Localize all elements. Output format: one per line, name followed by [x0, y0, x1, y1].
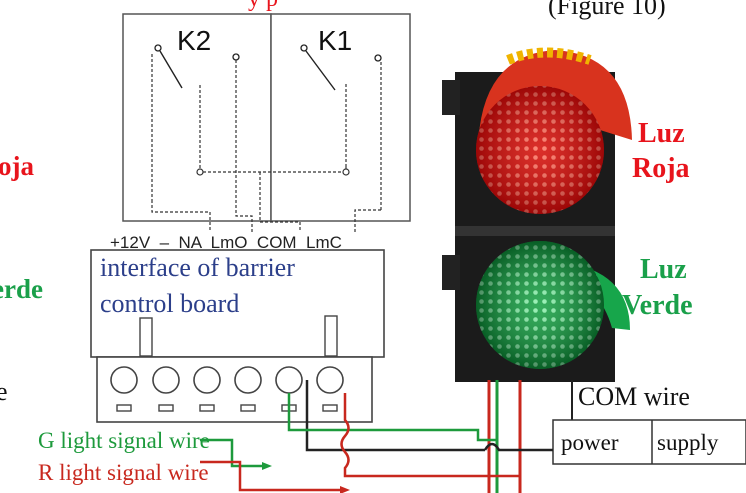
traffic-light [442, 47, 632, 493]
green-light-label-2: Verde [622, 290, 693, 321]
left-verde-fragment: erde [0, 274, 43, 304]
top-cut-text: y p [248, 0, 278, 12]
relay-k1: K1 [270, 13, 411, 222]
power-supply: power supply [552, 419, 746, 465]
r-signal-label: R light signal wire [38, 460, 209, 485]
g-signal-label: G light signal wire [38, 428, 210, 453]
red-light-label-1: Luz [638, 118, 685, 149]
terminal-block [96, 356, 373, 423]
power-supply-left: power [561, 430, 619, 455]
power-supply-right: supply [657, 430, 719, 455]
figure-label: (Figure 10) [548, 0, 666, 20]
green-light-label-1: Luz [640, 254, 687, 285]
left-roja-fragment: oja [0, 151, 34, 181]
signal-wiring [200, 380, 553, 493]
relay-k1-label: K1 [318, 25, 352, 56]
relay-wiring [151, 165, 381, 232]
com-wire-label: COM wire [578, 382, 690, 411]
control-board: interface of barrier control board [90, 249, 385, 358]
board-line-1: interface of barrier [100, 253, 295, 282]
relay-k2: K2 [122, 13, 272, 222]
left-e-fragment: e [0, 377, 8, 406]
board-line-2: control board [100, 289, 239, 318]
terminal-labels: +12V – NA LmO COM LmC [110, 233, 342, 252]
relay-k2-label: K2 [177, 25, 211, 56]
red-light-label-2: Roja [632, 153, 690, 184]
